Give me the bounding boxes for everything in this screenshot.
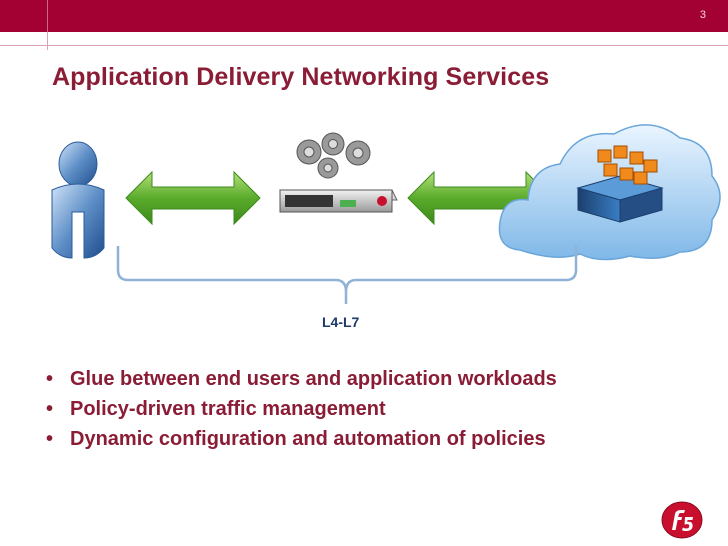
bullet-text: Dynamic configuration and automation of … [70,428,546,450]
slide-title: Application Delivery Networking Services [52,63,550,91]
top-bar-divider [47,0,48,32]
header-vertical-rule [47,32,48,50]
bullet-item: • Dynamic configuration and automation of… [46,424,557,454]
scope-bracket [116,246,578,304]
gears-icon [296,132,371,179]
bullet-item: • Glue between end users and application … [46,364,557,394]
slide-number: 3 [699,9,706,21]
vmware-server-icon [576,145,664,223]
user-icon [51,141,105,259]
top-bar: 3 [0,0,728,32]
f5-logo-icon [661,501,703,539]
bullet-dot: • [46,428,54,450]
double-arrow-icon [125,170,261,226]
network-appliance-icon [279,189,398,213]
bullet-text: Policy-driven traffic management [70,398,386,420]
bullet-dot: • [46,398,54,420]
bullet-dot: • [46,368,54,390]
bracket-label: L4-L7 [322,314,360,330]
header-horizontal-rule [0,45,728,46]
bullet-item: • Policy-driven traffic management [46,394,557,424]
bullet-text: Glue between end users and application w… [70,368,557,390]
bullet-list: • Glue between end users and application … [46,364,557,454]
